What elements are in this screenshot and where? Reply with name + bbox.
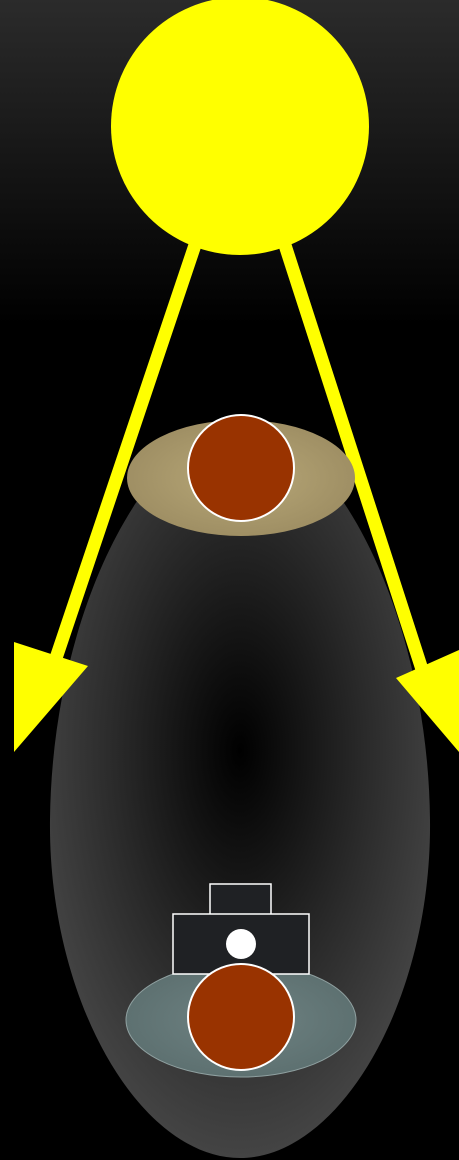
photographer-head [188, 964, 294, 1070]
light-source-icon [111, 0, 369, 255]
camera-lens-icon [226, 929, 256, 959]
camera-top [210, 884, 271, 916]
subject-head [188, 415, 294, 521]
